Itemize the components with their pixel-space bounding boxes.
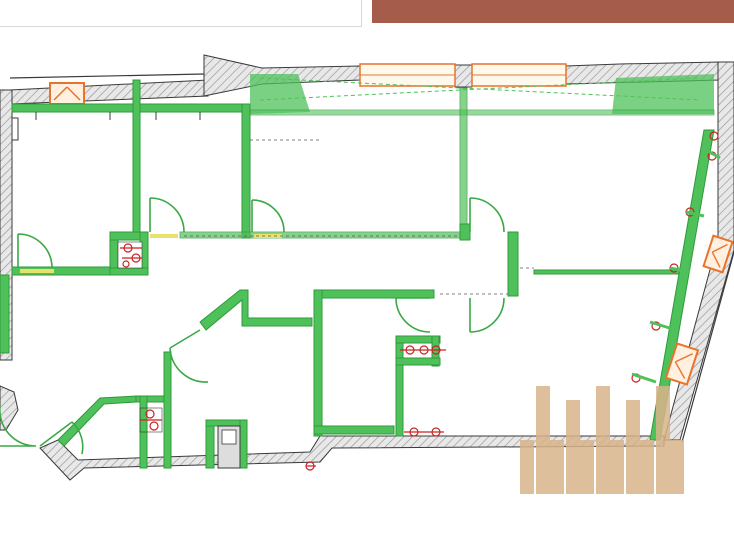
outer-line-east: [681, 251, 734, 443]
striped-logo-icon: [520, 386, 684, 494]
wall-central-block-left: [313, 289, 323, 437]
wall-corridor-right: [459, 223, 471, 241]
wall-diag-stair: [199, 289, 313, 331]
door-arc-icon: [469, 197, 505, 233]
small-marks: [11, 112, 201, 141]
wall-central-bottom: [313, 425, 395, 435]
west-bay: [0, 385, 19, 431]
east-wall-brackets: [631, 148, 721, 384]
top-divider-line: [0, 26, 362, 27]
wall-east-stub: [507, 231, 519, 297]
east-radiators: [631, 131, 734, 386]
wall-north-inner: [11, 103, 249, 113]
plumbing-fixture-icon: [404, 427, 444, 437]
wall-north-inner-2: [247, 109, 715, 116]
utility-cabinet: [217, 425, 241, 469]
door-arc-icon: [149, 197, 185, 233]
header-band: [372, 0, 734, 23]
door-arc-icon: [251, 199, 285, 233]
north-pillar: [454, 64, 473, 88]
plumbing-fixture-icon: [400, 345, 446, 355]
top-divider-vertical: [361, 0, 362, 27]
radiator-icon: [664, 342, 700, 386]
wall-west-lower: [0, 274, 10, 354]
interior-walls: [0, 79, 715, 469]
door-arc-icon: [169, 329, 209, 383]
ne-room-overlay: [612, 74, 714, 114]
nw-room-overlay: [250, 74, 310, 114]
door-arc-icon: [0, 406, 37, 447]
door-arc-icon: [469, 297, 505, 333]
dashed-lines: [184, 139, 534, 295]
wall-central-block-top: [313, 289, 435, 299]
wall-corridor-top: [179, 231, 471, 239]
radiator-icon: [49, 82, 85, 105]
wall-room3-left: [459, 87, 468, 239]
wall-room2-left: [241, 103, 251, 239]
plumbing-fixture-icon: [139, 407, 163, 433]
wall-bath-box-d: [109, 267, 149, 276]
plumbing-fixtures: [117, 241, 446, 471]
wall-bath2-left: [395, 335, 404, 437]
wall-corridor-left: [163, 351, 172, 469]
doors: [0, 197, 505, 455]
door-arc-icon: [395, 297, 431, 333]
wall-utility-left: [205, 419, 215, 469]
plumbing-fixture-icon: [117, 241, 143, 269]
wall-utility-right: [239, 419, 248, 469]
wall-bath2-mid: [395, 357, 441, 366]
radiator-icon: [702, 234, 734, 274]
door-arc-icon: [17, 233, 53, 269]
wall-bath2-top: [395, 335, 441, 344]
door-arc-icon: [39, 421, 84, 455]
outer-line-top: [9, 73, 205, 79]
wall-southwest-diag: [57, 395, 137, 447]
wall-room1-divider: [132, 79, 141, 233]
plumbing-fixture-icon: [305, 461, 316, 471]
north-wall-left: [9, 79, 209, 105]
wall-east-room-sep: [533, 269, 681, 275]
